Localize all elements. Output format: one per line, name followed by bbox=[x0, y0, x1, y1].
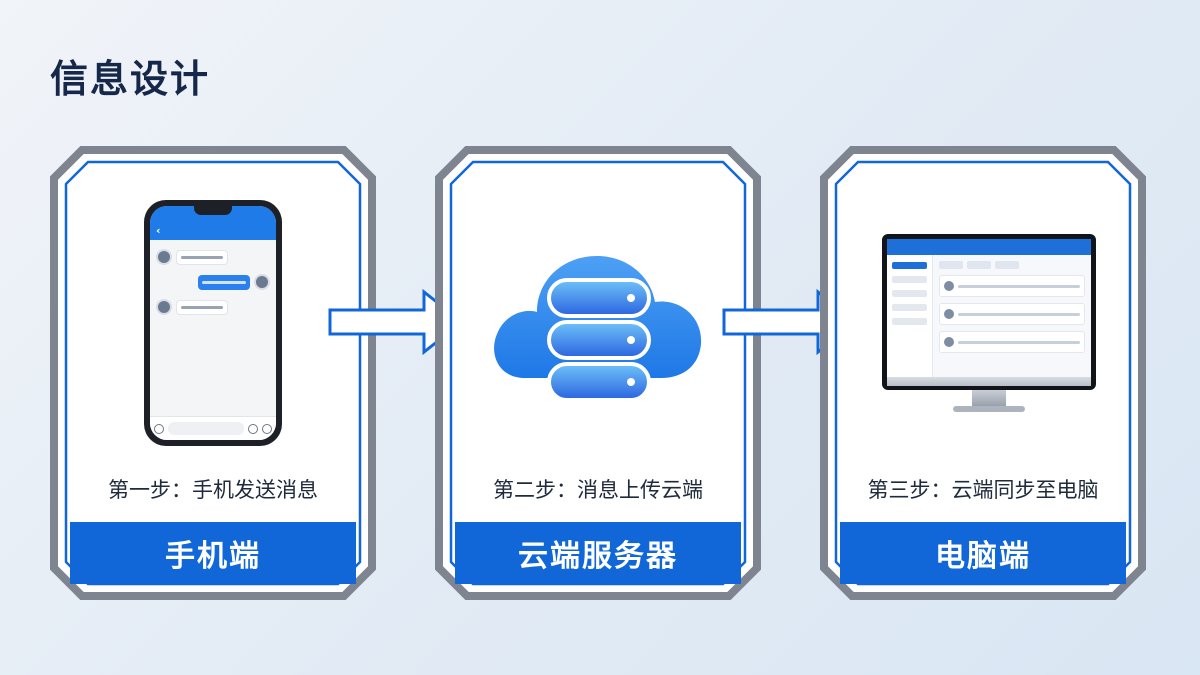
step-caption: 第三步：云端同步至电脑 bbox=[867, 478, 1099, 502]
step-label: 手机端 bbox=[70, 522, 356, 584]
step-label: 电脑端 bbox=[840, 522, 1126, 584]
desktop-monitor-icon bbox=[882, 234, 1096, 424]
step-card-desktop: 第三步：云端同步至电脑 电脑端 bbox=[820, 146, 1146, 600]
step-caption: 第二步：消息上传云端 bbox=[493, 478, 703, 502]
cloud-database-icon bbox=[494, 256, 702, 402]
step-label: 云端服务器 bbox=[455, 522, 741, 584]
step-caption: 第一步：手机发送消息 bbox=[108, 478, 318, 502]
page-title: 信息设计 bbox=[50, 57, 211, 101]
step-card-phone: ‹ 第一步：手机发送消息 手机端 bbox=[50, 146, 376, 600]
step-card-cloud: 第二步：消息上传云端 云端服务器 bbox=[435, 146, 761, 600]
smartphone-icon: ‹ bbox=[144, 200, 282, 446]
